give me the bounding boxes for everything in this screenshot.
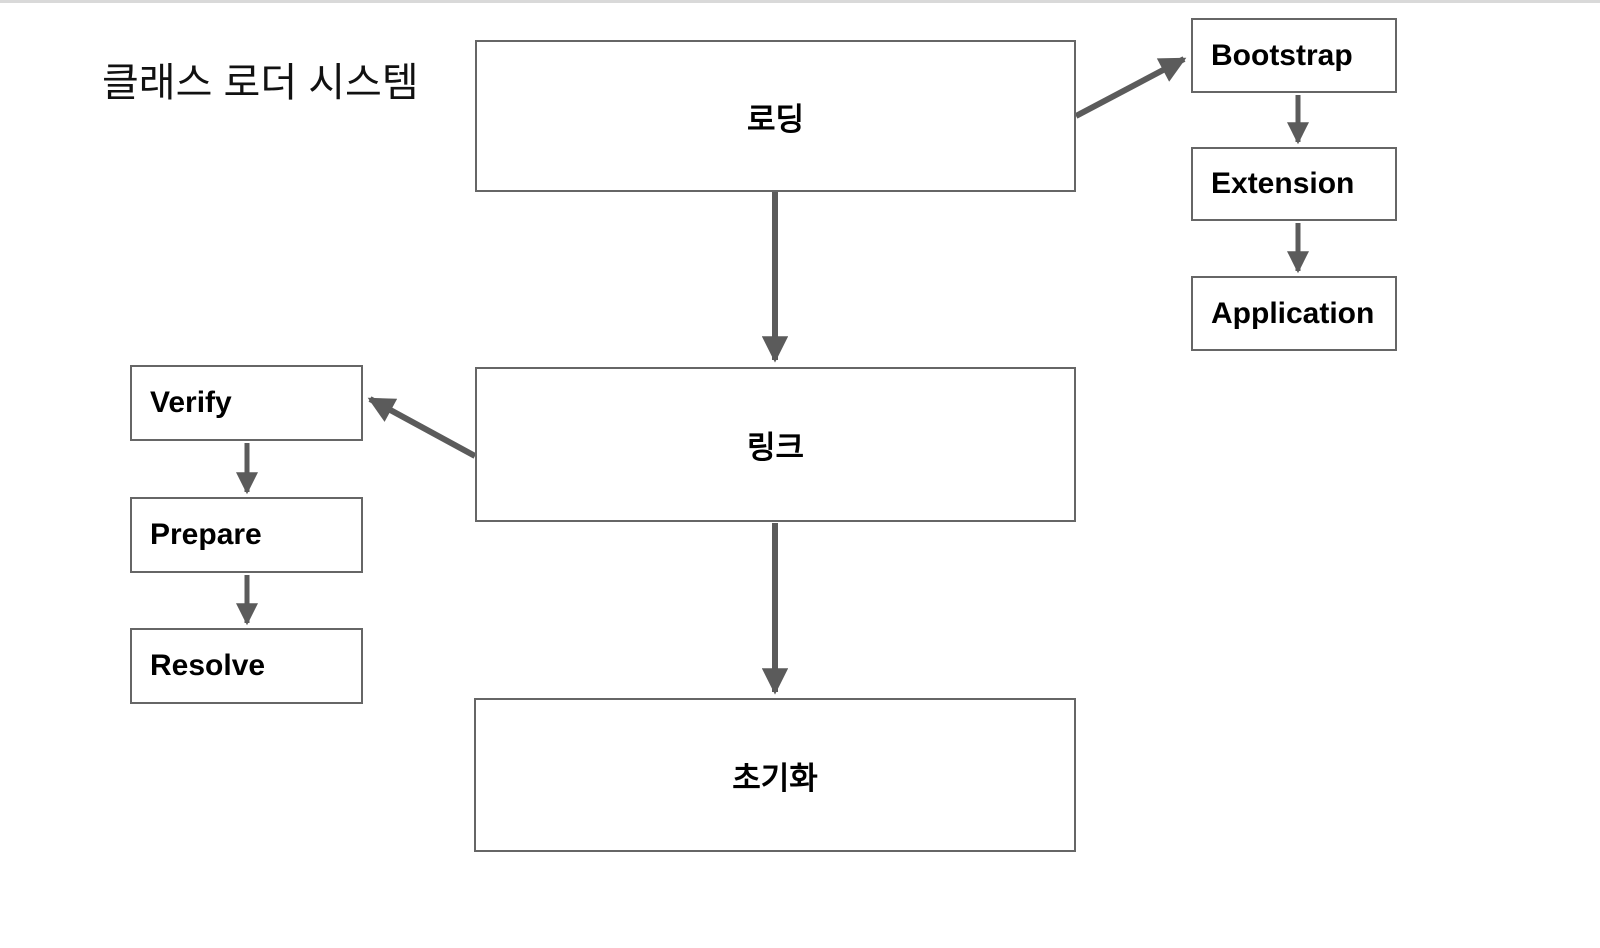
- node-application: Application: [1191, 276, 1397, 351]
- node-resolve: Resolve: [130, 628, 363, 704]
- node-bootstrap: Bootstrap: [1191, 18, 1397, 93]
- node-loading: 로딩: [475, 40, 1076, 192]
- arrow-link-to-verify: [367, 396, 477, 459]
- node-link: 링크: [475, 367, 1076, 522]
- node-verify: Verify: [130, 365, 363, 441]
- window-top-edge: [0, 0, 1600, 3]
- node-initialization: 초기화: [474, 698, 1076, 852]
- node-extension: Extension: [1191, 147, 1397, 221]
- node-prepare: Prepare: [130, 497, 363, 573]
- diagram-title: 클래스 로더 시스템: [102, 61, 419, 105]
- arrow-loading-to-bootstrap: [1074, 56, 1187, 119]
